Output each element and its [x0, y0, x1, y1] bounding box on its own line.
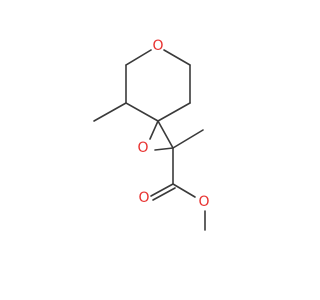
- bond-c7-methyl: [93, 102, 127, 122]
- bond-c3-c2: [157, 120, 174, 149]
- bond-o-epox-c2: [154, 147, 174, 151]
- bond-o-ring-c5: [163, 49, 191, 66]
- bond-carbonyl-c-o-ester: [172, 183, 196, 198]
- molecule-diagram: O O O O: [93, 38, 210, 231]
- bond-c6-o-ring: [125, 49, 152, 66]
- atom-label-ring-oxygen: O: [152, 38, 163, 54]
- structure-drawing: O O O O: [93, 38, 210, 231]
- bond-c4-c3: [157, 102, 191, 122]
- bond-c3-c7: [125, 102, 159, 122]
- atom-label-carbonyl-oxygen: O: [138, 190, 149, 206]
- atom-label-epoxide-oxygen: O: [137, 140, 148, 156]
- bond-carbonyl-double-1: [150, 183, 174, 197]
- atom-label-ester-oxygen: O: [198, 194, 209, 210]
- bond-c2-methyl: [172, 129, 204, 149]
- bond-c3-o-epox: [149, 120, 159, 140]
- bond-carbonyl-double-2: [152, 187, 176, 201]
